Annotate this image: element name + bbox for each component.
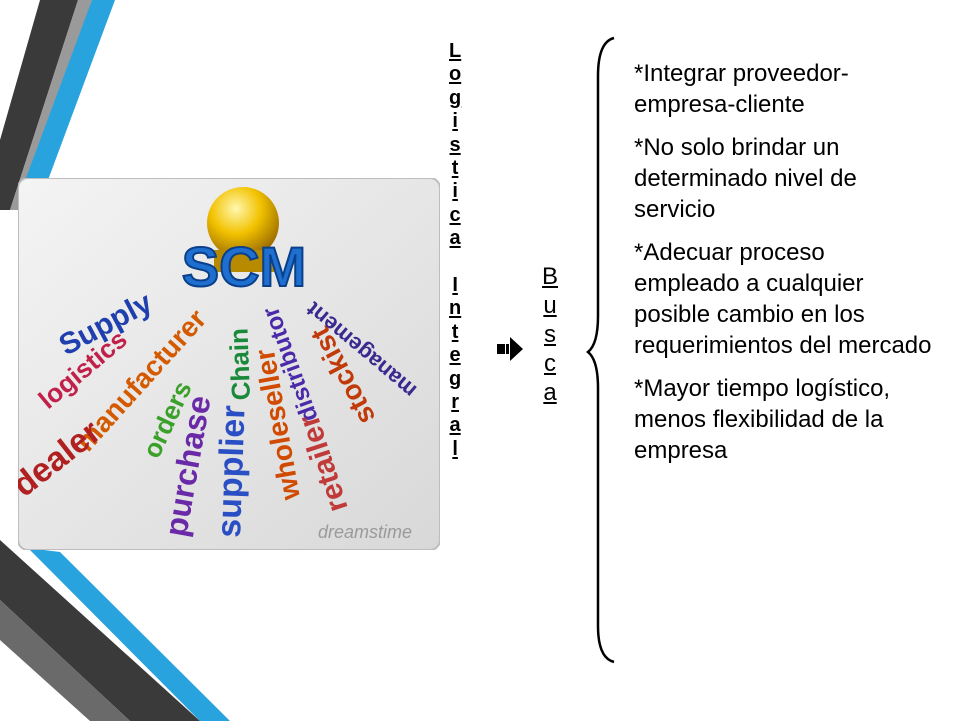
title-letter: a <box>449 414 461 437</box>
watermark: dreamstime <box>318 522 412 542</box>
gray-stripe-bottom <box>0 600 130 721</box>
left-curly-brace <box>586 36 615 664</box>
title-letter: i <box>452 180 458 203</box>
key-points-list: *Integrar proveedor-empresa-cliente *No … <box>634 58 934 478</box>
title-letter: r <box>451 391 459 414</box>
right-arrow-icon <box>497 337 523 361</box>
title-letter: l <box>452 437 458 460</box>
title-letter: g <box>449 367 462 390</box>
blue-stripe-bottom <box>28 548 230 721</box>
image-frame <box>18 178 440 550</box>
title-letter: L <box>449 40 462 62</box>
point-item: *Adecuar proceso empleado a cualquier po… <box>634 239 932 359</box>
dark-stripe-top <box>0 0 78 210</box>
point-item: *Integrar proveedor-empresa-cliente <box>634 60 849 118</box>
title-letter: s <box>449 133 461 156</box>
title-letter: o <box>449 63 462 86</box>
title-letter: g <box>449 86 462 109</box>
busca-letter: B <box>542 263 559 290</box>
title-letter: t <box>451 157 459 180</box>
title-letter: n <box>449 297 462 320</box>
gold-sphere <box>207 187 279 259</box>
busca-letter: u <box>543 292 557 319</box>
sphere-pedestal <box>214 250 274 272</box>
vertical-title-logistica-integral: L o g i s t i c a I n t e g r a l <box>449 40 461 461</box>
busca-letter: c <box>544 350 556 377</box>
word-chain: Chain <box>223 328 256 401</box>
blue-stripe-top <box>26 0 115 180</box>
word-supplier: supplier <box>210 405 253 538</box>
title-letter: t <box>451 320 459 343</box>
title-letter: e <box>449 344 461 367</box>
title-letter: c <box>449 203 461 226</box>
title-letter: i <box>452 110 458 133</box>
dark-stripe-bottom <box>0 540 200 721</box>
scm-label: SCM <box>182 235 306 298</box>
point-item: *No solo brindar un determinado nivel de… <box>634 134 857 223</box>
title-letter: a <box>449 227 461 250</box>
point-item: *Mayor tiempo logístico, menos flexibili… <box>634 375 891 464</box>
busca-letter: a <box>543 379 557 406</box>
scm-word-cloud-image: SCM Supply logistics manufacturer orders… <box>18 178 440 550</box>
busca-letter: s <box>544 321 556 348</box>
title-letter: I <box>452 274 458 297</box>
vertical-word-busca: B u s c a <box>542 262 558 407</box>
light-stripe-top <box>10 0 92 210</box>
